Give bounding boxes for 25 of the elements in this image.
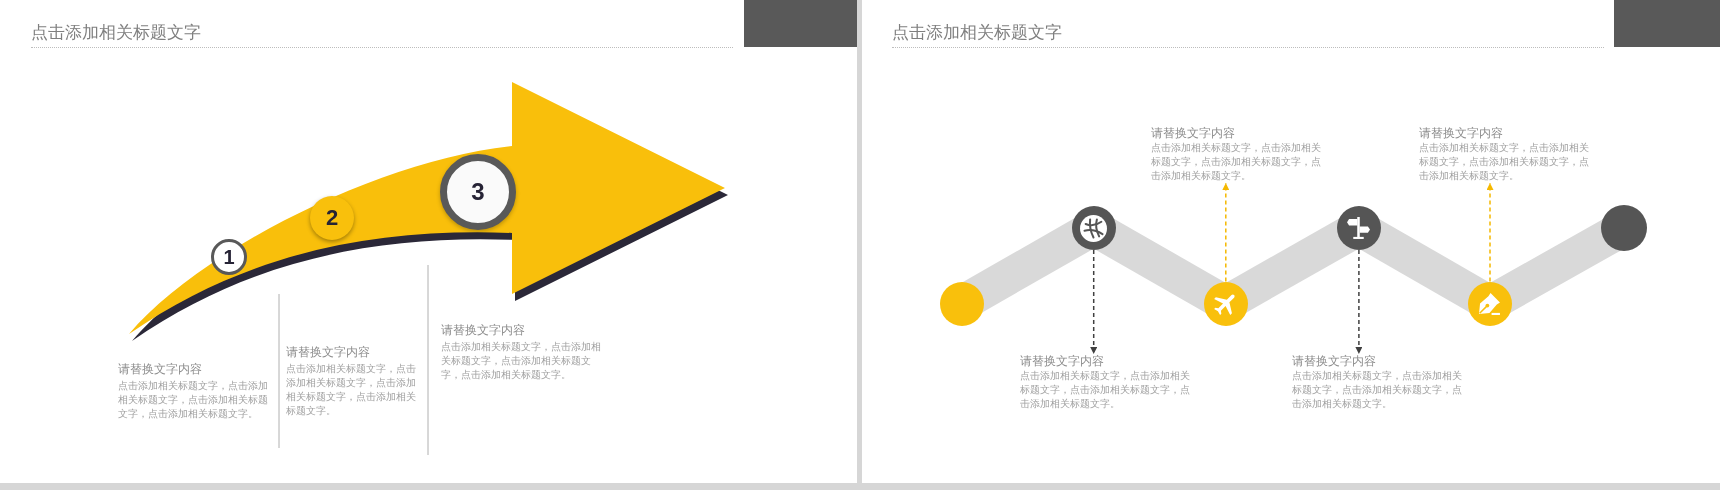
dashed-arrow bbox=[1486, 182, 1494, 283]
body-text: 点击添加相关标题文字，点击添加相关标题文字，点击添加相关标题文字，点击添加相关标题文字。 bbox=[1020, 369, 1191, 411]
dashed-arrow bbox=[1355, 249, 1363, 355]
block-heading: 请替换文字内容 bbox=[1151, 126, 1236, 141]
band-connector bbox=[1094, 220, 1225, 311]
slide-title: 点击添加相关标题文字 bbox=[892, 22, 1062, 42]
body-text: 点击添加相关标题文字，点击添加相关标题文字，点击添加相关标题文字，点击添加相关标题文字。 bbox=[1419, 141, 1590, 183]
band-connector bbox=[1226, 220, 1358, 311]
block-heading: 请替换文字内容 bbox=[1419, 126, 1504, 141]
band-connector bbox=[1491, 221, 1622, 311]
body-text: 点击添加相关标题文字，点击添加相关标题文字，点击添加相关标题文字，点击添加相关标题文字。 bbox=[441, 340, 602, 382]
block-heading: 请替换文字内容 bbox=[286, 345, 370, 360]
block-heading: 请替换文字内容 bbox=[1292, 354, 1377, 369]
dashed-arrow bbox=[1222, 182, 1230, 283]
band-connector bbox=[962, 220, 1093, 311]
slide-title: 点击添加相关标题文字 bbox=[31, 22, 201, 42]
dashed-arrow bbox=[1090, 249, 1098, 355]
body-text: 点击添加相关标题文字，点击添加相关标题文字，点击添加相关标题文字，点击添加相关标题文字。 bbox=[118, 379, 269, 421]
body-text: 点击添加相关标题文字，点击添加相关标题文字，点击添加相关标题文字，点击添加相关标题文字。 bbox=[1151, 141, 1322, 183]
body-text: 点击添加相关标题文字，点击添加相关标题文字，点击添加相关标题文字，点击添加相关标题文字。 bbox=[286, 362, 417, 418]
band-connector bbox=[1359, 221, 1489, 311]
body-text: 点击添加相关标题文字，点击添加相关标题文字，点击添加相关标题文字，点击添加相关标题文字。 bbox=[1292, 369, 1463, 411]
block-heading: 请替换文字内容 bbox=[118, 362, 202, 377]
block-heading: 请替换文字内容 bbox=[1020, 354, 1105, 369]
block-heading: 请替换文字内容 bbox=[441, 323, 525, 338]
